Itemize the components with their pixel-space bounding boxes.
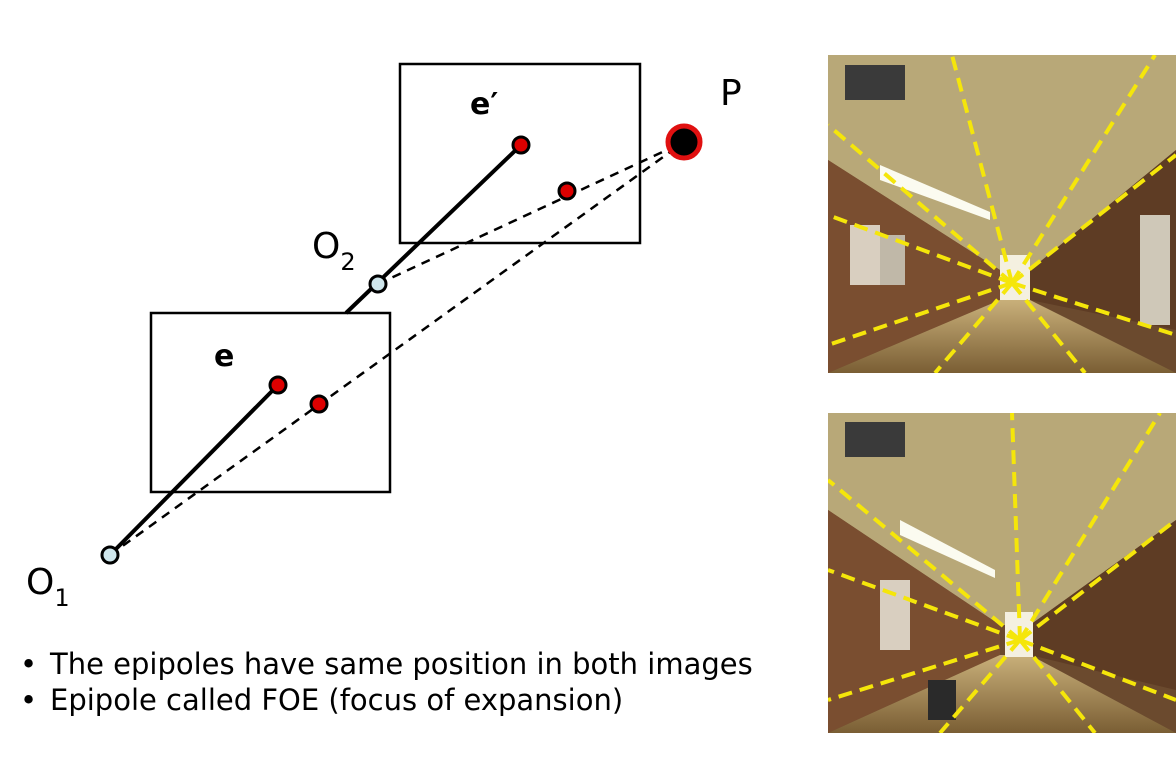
projection-p-image1 [309, 394, 329, 414]
hallway-photo-2 [828, 413, 1176, 733]
projection-p-image2 [557, 181, 577, 201]
label-eprime: e′ [470, 87, 498, 122]
label-p: P [720, 73, 742, 114]
ray-o1-p [109, 140, 685, 557]
bullet-list: The epipoles have same position in both … [20, 646, 753, 718]
baseline-o1-e [108, 383, 280, 557]
label-o2: O2 [312, 226, 356, 276]
epipole-eprime-point [511, 135, 531, 155]
ray-o2-p [377, 140, 685, 286]
hallway-photo-1 [828, 55, 1176, 373]
bullet-item: Epipole called FOE (focus of expansion) [20, 682, 753, 718]
camera-center-o1 [100, 545, 120, 565]
label-e: e [214, 339, 234, 374]
image-plane-1 [149, 311, 392, 494]
bullet-item: The epipoles have same position in both … [20, 646, 753, 682]
epipole-e-point [268, 375, 288, 395]
image-plane-2 [398, 62, 642, 245]
label-o1: O1 [26, 562, 70, 612]
camera-center-o2 [368, 274, 388, 294]
scene-point-p [665, 123, 703, 161]
